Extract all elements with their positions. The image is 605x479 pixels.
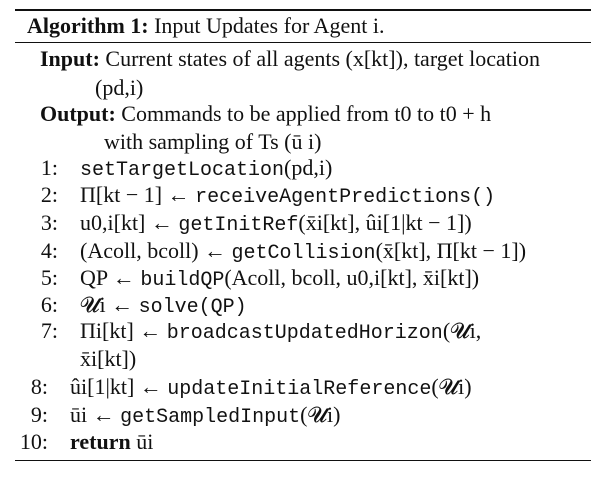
title-label: Algorithm 1: [27,13,149,38]
step-args: (x̄i[kt], ûi[1|kt − 1]) [298,210,472,235]
step-body: Π[kt − 1] ← receiveAgentPredictions() [80,182,495,211]
output-text-2: with sampling of Ts (ū i) [104,129,322,154]
step-args: ūi [136,429,154,454]
step-function: broadcastUpdatedHorizon [166,322,443,345]
output-line-2: with sampling of Ts (ū i) [104,129,321,155]
step-args: (Acoll, bcoll, u0,i[kt], x̄i[kt]) [224,265,480,290]
step-lhs: return [70,429,137,454]
step-body: return ūi [70,429,153,455]
step-lhs: Πi[kt] ← [80,318,167,343]
step-number: 5: [40,265,58,290]
step-body: Πi[kt] ← broadcastUpdatedHorizon(𝓤i, [80,318,481,347]
input-line-1: Input: Current states of all agents (x[k… [40,46,540,72]
step-function: getInitRef [178,214,299,237]
step-body: u0,i[kt] ← getInitRef(x̄i[kt], ûi[1|kt −… [80,210,472,239]
input-label: Input: [40,46,100,71]
input-text-2: (pd,i) [95,75,144,100]
step-function: getCollision [231,242,376,265]
step-args: (𝓤i, [442,318,482,343]
output-line-1: Output: Commands to be applied from t0 t… [40,101,491,127]
top-rule [15,9,591,11]
output-text-1: Commands to be applied from t0 to t0 + h [121,101,492,126]
output-label: Output: [40,101,116,126]
title-text: Input Updates for Agent i. [154,13,385,38]
step-number: 2: [40,182,58,207]
step-function: getSampledInput [120,406,301,429]
step-args: (x̄[kt], Π[kt − 1]) [375,238,527,263]
step-lhs: QP ← [80,265,141,290]
step-7-continuation: x̄i[kt]) [80,346,137,371]
step-body: ūi ← getSampledInput(𝓤i) [70,402,340,431]
step-number: 1: [40,155,58,180]
step-number: 10: [19,429,48,454]
input-text-1: Current states of all agents (x[kt]), ta… [105,46,540,71]
step-number: 8: [30,374,48,399]
step-body: QP ← buildQP(Acoll, bcoll, u0,i[kt], x̄i… [80,265,479,294]
step-body: ûi[1|kt] ← updateInitialReference(𝓤i) [70,374,472,403]
step-body: 𝓤i ← solve(QP) [80,292,247,321]
step-function: receiveAgentPredictions() [195,186,496,209]
step-lhs: 𝓤i ← [80,292,139,317]
algorithm-title: Algorithm 1: Input Updates for Agent i. [27,13,384,39]
step-function: updateInitialReference [167,378,432,401]
step-number: 4: [40,238,58,263]
step-number: 3: [40,210,58,235]
step-body: setTargetLocation(pd,i) [80,155,332,184]
step-number: 6: [40,292,58,317]
title-rule [15,42,591,43]
bottom-rule [15,460,591,461]
step-number: 7: [40,318,58,343]
step-args: (pd,i) [284,155,333,180]
step-lhs: (Acoll, bcoll) ← [80,238,232,263]
step-function: buildQP [140,269,225,292]
input-line-2: (pd,i) [95,75,143,101]
step-lhs: ūi ← [70,402,121,427]
step-lhs: ûi[1|kt] ← [70,374,168,399]
step-lhs: u0,i[kt] ← [80,210,179,235]
step-args: (𝓤i) [431,374,472,399]
step-number: 9: [30,402,48,427]
step-function: solve(QP) [138,296,247,319]
step-body: (Acoll, bcoll) ← getCollision(x̄[kt], Π[… [80,238,526,267]
step-args: (𝓤i) [300,402,341,427]
step-lhs: Π[kt − 1] ← [80,182,196,207]
step-function: setTargetLocation [80,159,285,182]
